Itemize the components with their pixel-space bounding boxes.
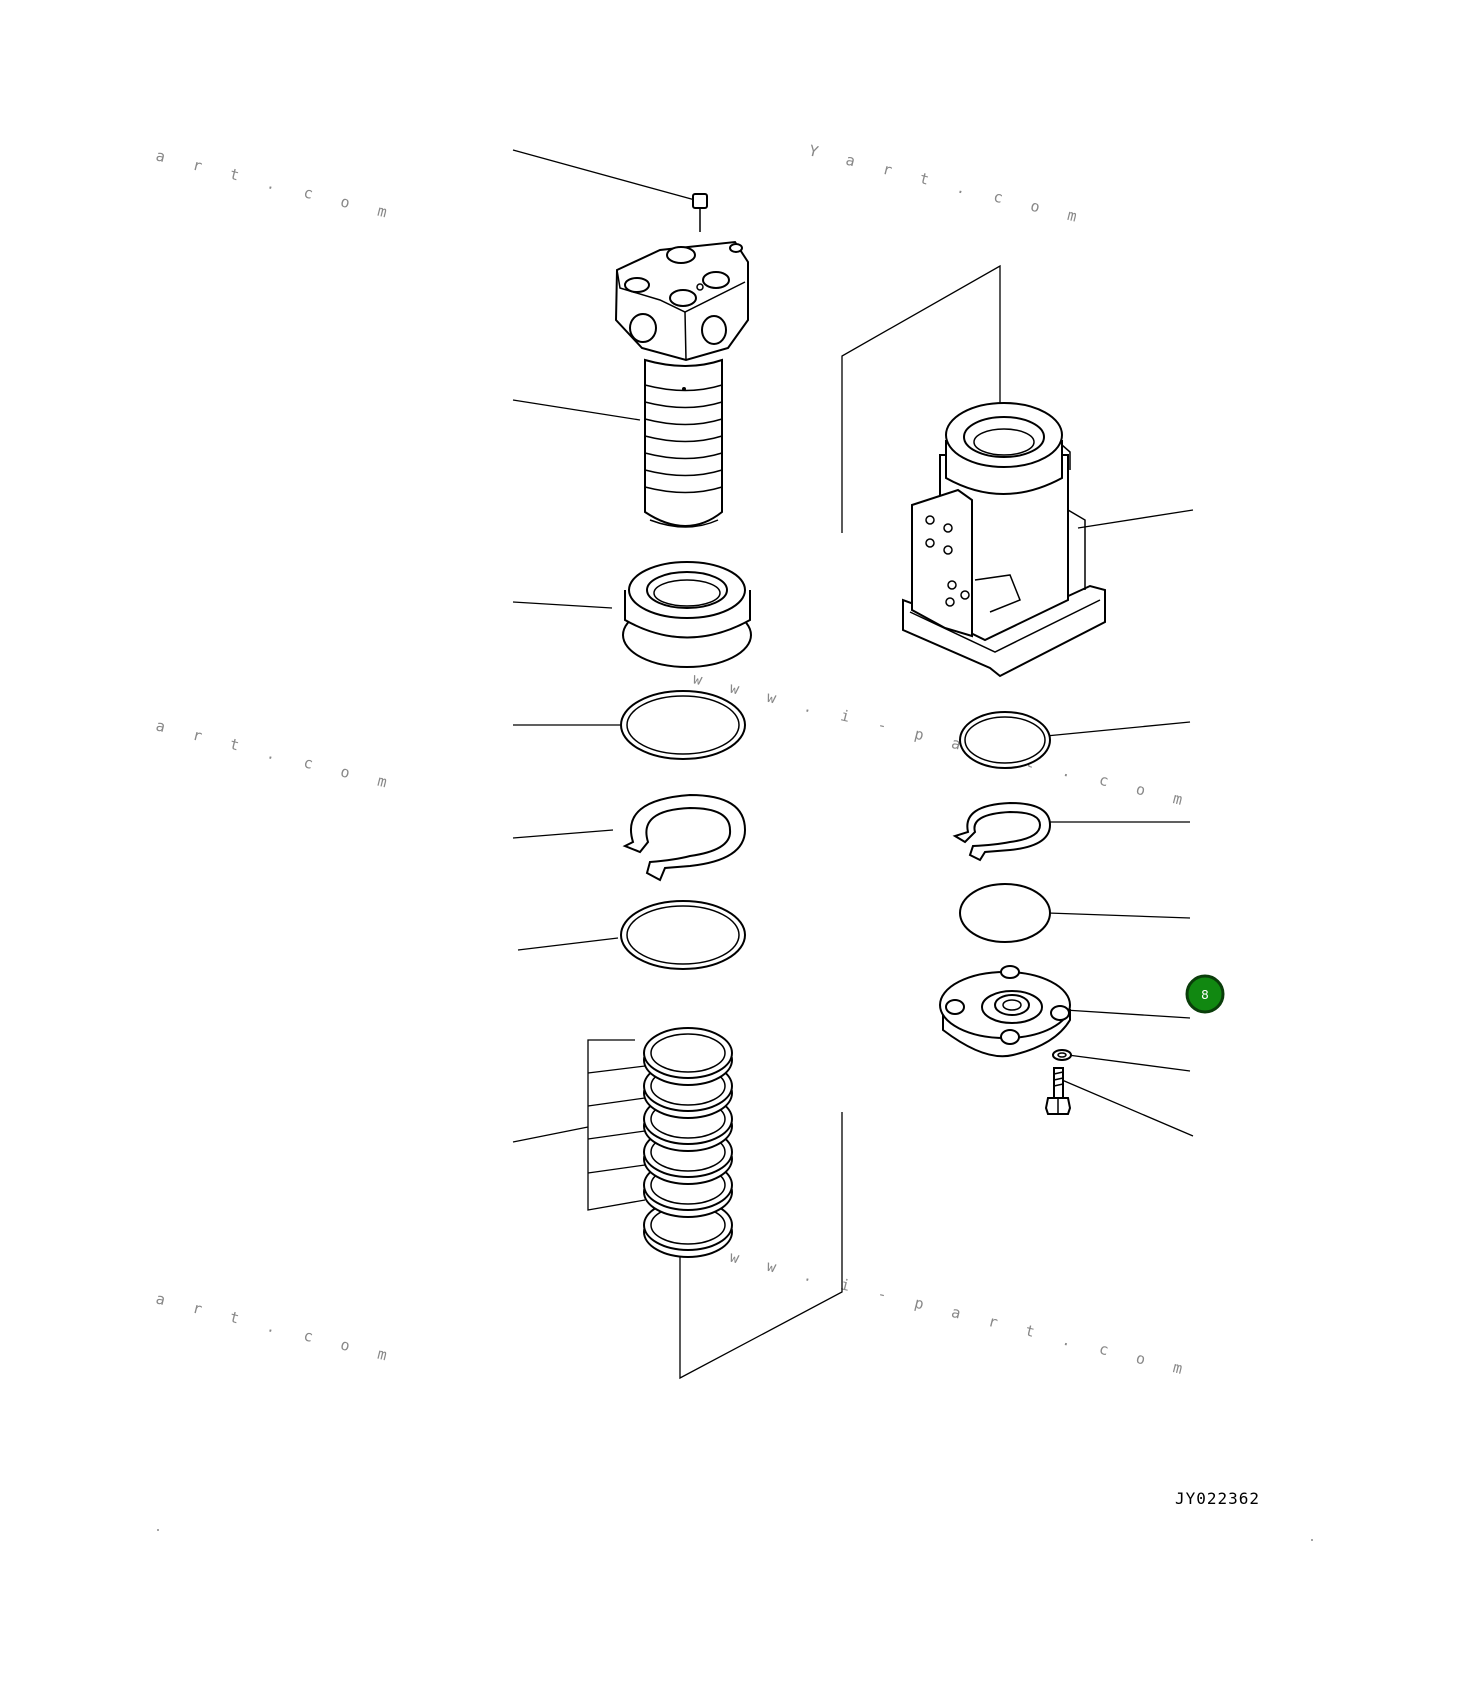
highlight-badge[interactable]: 8 [1185, 974, 1225, 1014]
seal-ring-stack-part [643, 1027, 733, 1258]
ring-part [620, 900, 746, 970]
collar-part [622, 561, 752, 668]
small-o-ring-part [959, 711, 1051, 769]
page-mark [1311, 1539, 1313, 1541]
watermark-text: Y a r t . c o m [807, 141, 1088, 228]
badge-circle[interactable] [1185, 974, 1225, 1014]
page-mark [157, 1529, 159, 1531]
leader-lines [512, 149, 1194, 1380]
washer-part [1052, 1049, 1072, 1061]
watermark-text: a r t . c o m [154, 716, 398, 793]
snap-ring-part [622, 793, 747, 882]
bolt-part [1044, 1067, 1072, 1115]
thin-ring-part [959, 883, 1051, 943]
watermark-text: w w w . i - p a r t . c o m [691, 669, 1194, 811]
cover-plate-part [939, 965, 1071, 1058]
watermark-text: a r t . c o m [154, 1289, 398, 1366]
swivel-housing-part [902, 402, 1106, 678]
small-snap-ring-part [952, 801, 1052, 862]
watermark-text: w w w . i - p a r t . c o m [691, 1238, 1194, 1380]
cap-screw-part [692, 193, 708, 232]
badge-label: 8 [1201, 988, 1209, 1002]
swivel-rotor-part [614, 240, 749, 528]
watermark-text: a r t . c o m [154, 146, 398, 223]
o-ring-part [620, 690, 746, 760]
drawing-code: JY022362 [1175, 1489, 1260, 1508]
